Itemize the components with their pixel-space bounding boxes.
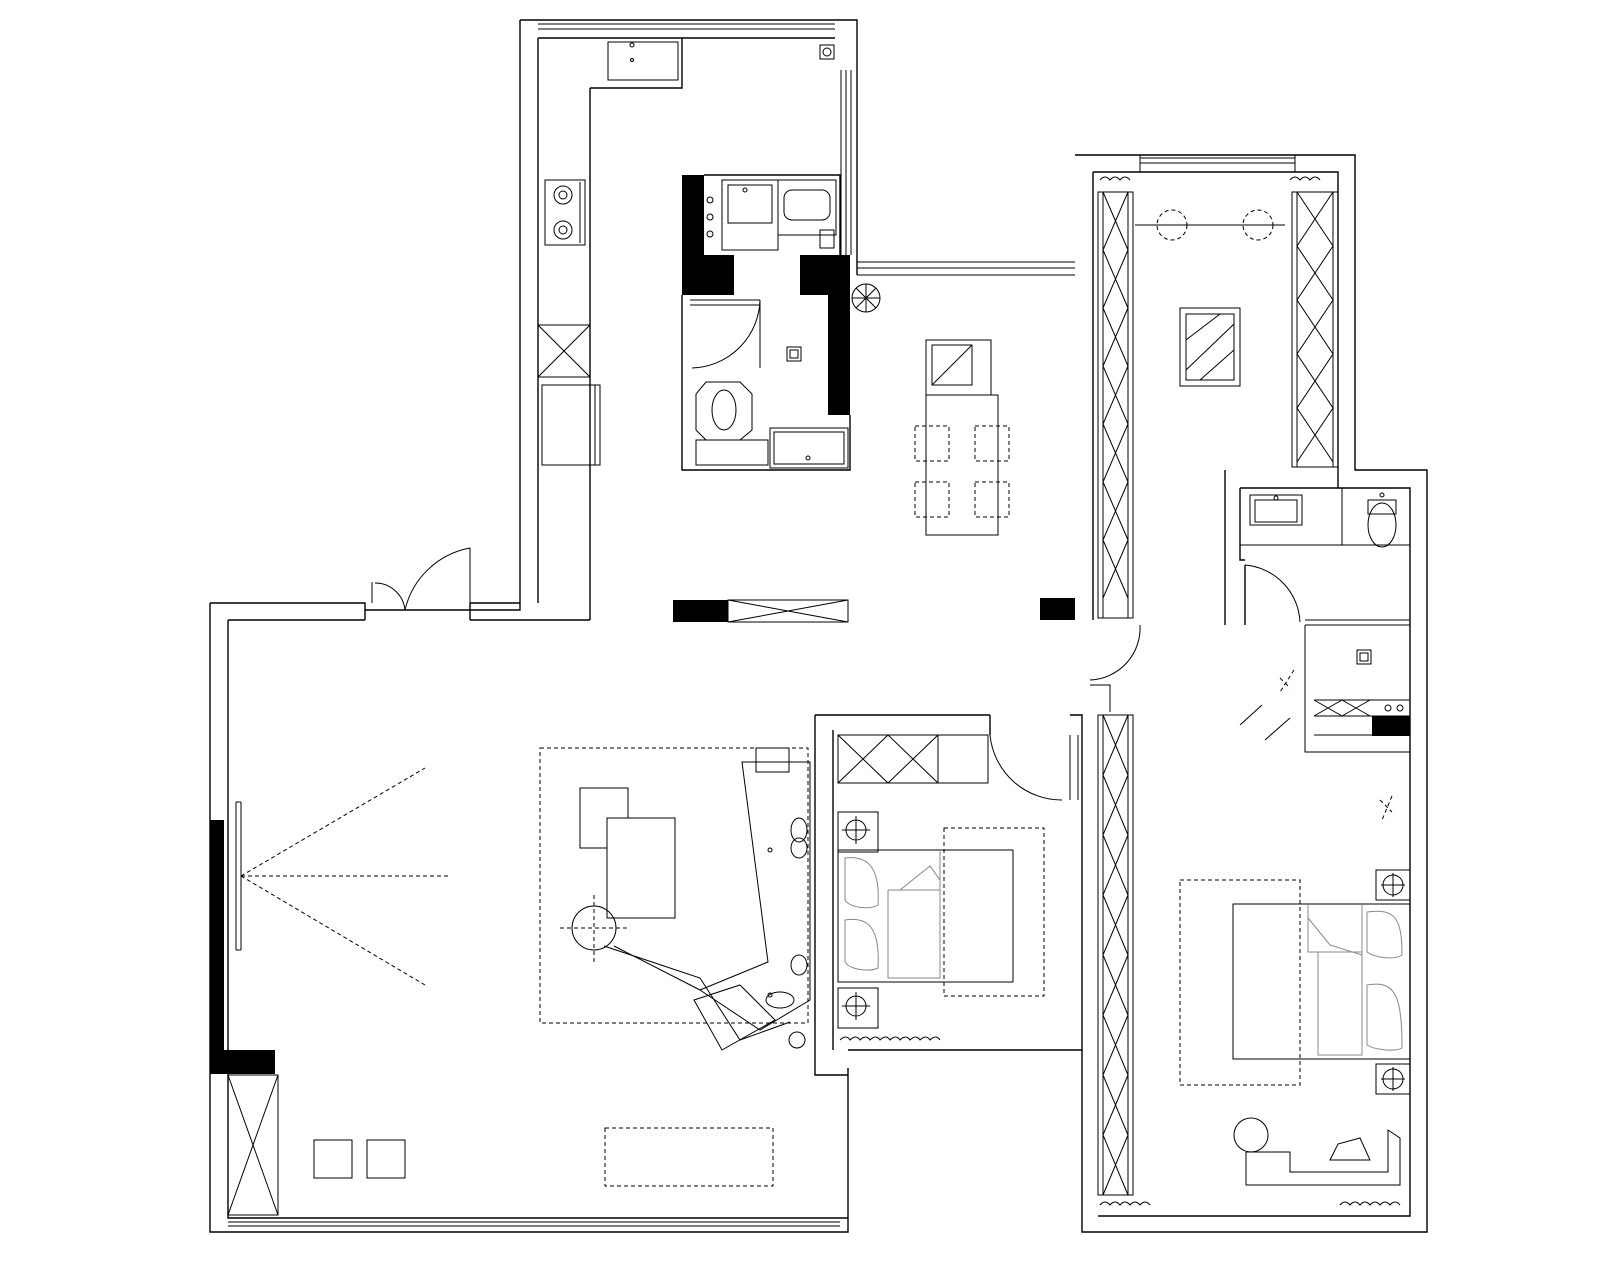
column-bathroom-d xyxy=(828,290,850,415)
living-room xyxy=(227,747,811,1216)
closets xyxy=(1097,191,1339,1196)
kitchen-window-top xyxy=(538,23,835,30)
solid-columns xyxy=(210,175,1410,1074)
living-wall-inner xyxy=(227,619,848,1219)
column-left-corner xyxy=(210,1050,275,1074)
dining xyxy=(727,339,1010,623)
column-bathroom-c xyxy=(800,255,850,295)
kitchen xyxy=(371,41,835,611)
right-inner-bottom xyxy=(1098,487,1411,1217)
living-wall-outer xyxy=(209,602,849,1233)
balcony-rail xyxy=(857,261,1075,276)
entry-wall xyxy=(469,602,590,621)
bedroom-1 xyxy=(814,714,1083,1076)
kitchen-corridor-wall xyxy=(589,38,683,620)
right-window-top xyxy=(1139,155,1296,172)
bedroom-2 xyxy=(1099,869,1411,1206)
kitchen-window-right xyxy=(840,70,852,255)
column-right-entry xyxy=(1040,598,1075,620)
column-closet xyxy=(1372,716,1410,736)
bottom-window xyxy=(228,1221,840,1227)
bathroom-2 xyxy=(1224,470,1410,821)
column-dining xyxy=(673,600,728,622)
laundry-room xyxy=(1089,176,1321,712)
bathroom-1 xyxy=(681,174,881,471)
column-left-wall xyxy=(210,820,224,1050)
kitchen-wall-outer xyxy=(365,19,858,611)
right-block-outer xyxy=(1075,154,1428,1233)
column-bathroom-b xyxy=(682,255,734,295)
kitchen-wall-inner xyxy=(537,37,835,603)
outer-walls xyxy=(209,19,1428,1233)
